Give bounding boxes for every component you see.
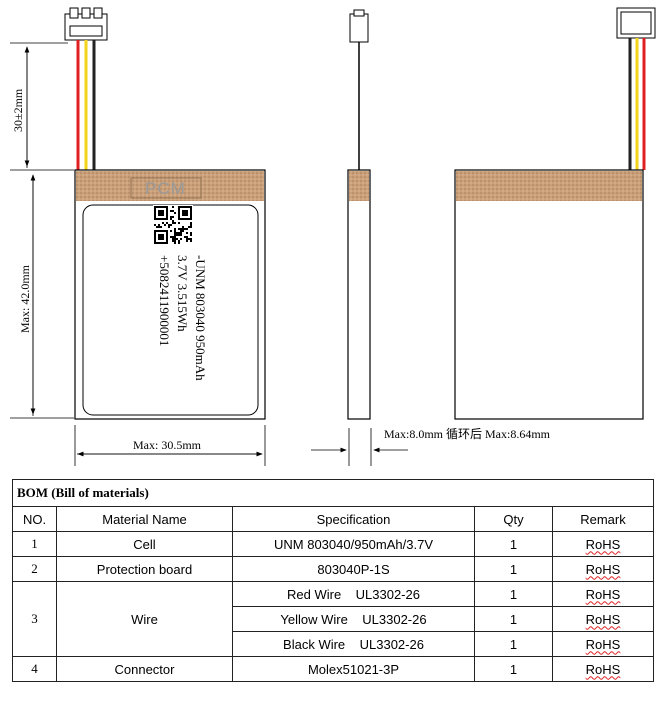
table-row: 2 Protection board 803040P-1S 1 RoHS (12, 556, 654, 582)
cell-label-line-2: 3.7V 3.515Wh (175, 255, 190, 332)
row-remark: RoHS (585, 586, 621, 602)
header-remark: Remark (552, 506, 654, 532)
connector-front (64, 7, 108, 41)
cell-label-line-3: +5082411900001 (157, 255, 172, 346)
row-spec: Molex51021-3P (232, 656, 475, 682)
table-row: 1 Cell UNM 803040/950mAh/3.7V 1 RoHS (12, 531, 654, 557)
battery-body-back (454, 169, 644, 420)
row-qty: 1 (474, 556, 553, 582)
row-name: Connector (56, 656, 233, 682)
bom-table: BOM (Bill of materials) NO. Material Nam… (12, 479, 654, 682)
dim-thickness: Max:8.0mm 循环后 Max:8.64mm (384, 427, 551, 441)
row-spec: UNM 803040/950mAh/3.7V (232, 531, 475, 557)
table-row: 3 Wire Red Wire UL3302-26 1 RoHS (12, 581, 654, 657)
battery-body-side (347, 169, 371, 420)
row-qty: 1 (474, 581, 553, 607)
row-name: Protection board (56, 556, 233, 582)
pcm-board-front (76, 171, 264, 201)
header-qty: Qty (474, 506, 553, 532)
row-no: 2 (12, 556, 57, 582)
row-name: Wire (56, 581, 233, 657)
qr-code (153, 205, 193, 245)
header-specification: Specification (232, 506, 475, 532)
row-name: Cell (56, 531, 233, 557)
row-spec: Black Wire UL3302-26 (232, 631, 475, 657)
row-remark: RoHS (585, 561, 621, 577)
bom-header-row: NO. Material Name Specification Qty Rema… (12, 506, 654, 532)
dim-height: Max: 42.0mm (18, 264, 32, 333)
front-view: PCM -UNM 803040 950mAh 3.7V 3.515Wh +508… (10, 7, 266, 466)
row-spec: Red Wire UL3302-26 (232, 581, 475, 607)
table-row: Yellow Wire UL3302-26 1 RoHS (13, 606, 654, 632)
row-qty: 1 (474, 631, 553, 657)
header-no: NO. (12, 506, 57, 532)
back-view (454, 7, 656, 420)
dim-lead-length: 30±2mm (11, 88, 25, 132)
row-remark: RoHS (585, 636, 621, 652)
row-no: 3 (12, 581, 57, 657)
row-spec: Yellow Wire UL3302-26 (232, 606, 475, 632)
dim-width: Max: 30.5mm (133, 438, 202, 452)
table-row: Black Wire UL3302-26 1 RoHS (13, 631, 654, 657)
cell-label-line-1: -UNM 803040 950mAh (193, 255, 208, 381)
pcm-label: PCM (145, 179, 186, 198)
row-no: 1 (12, 531, 57, 557)
header-material-name: Material Name (56, 506, 233, 532)
row-spec: 803040P-1S (232, 556, 475, 582)
row-no: 4 (12, 656, 57, 682)
row-remark: RoHS (585, 661, 621, 677)
row-qty: 1 (474, 656, 553, 682)
battery-drawing: PCM -UNM 803040 950mAh 3.7V 3.515Wh +508… (10, 7, 656, 466)
row-qty: 1 (474, 606, 553, 632)
bom-title: BOM (Bill of materials) (12, 479, 654, 507)
row-remark: RoHS (585, 536, 621, 552)
side-view: Max:8.0mm 循环后 Max:8.64mm (311, 9, 551, 466)
row-qty: 1 (474, 531, 553, 557)
row-remark: RoHS (585, 611, 621, 627)
table-row: 4 Connector Molex51021-3P 1 RoHS (12, 656, 654, 682)
